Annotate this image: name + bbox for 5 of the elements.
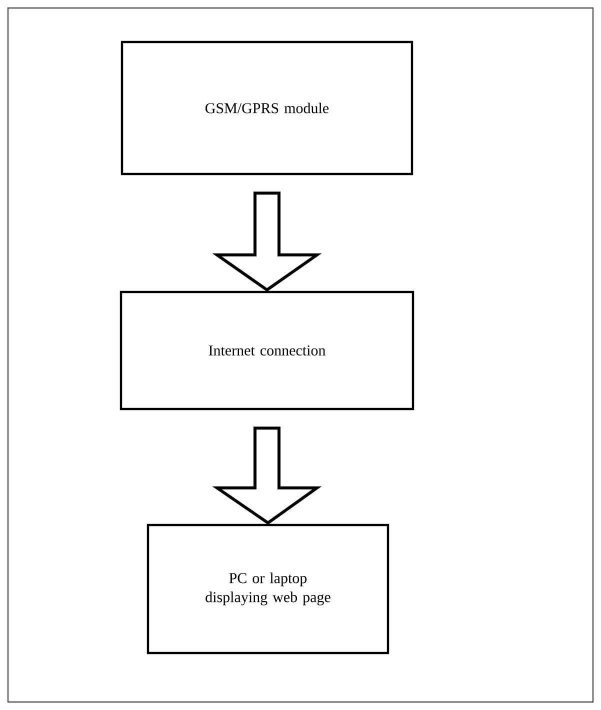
process-box: PC or laptop displaying web page bbox=[146, 524, 390, 654]
block-arrow bbox=[212, 426, 322, 525]
process-box: GSM/GPRS module bbox=[120, 40, 414, 176]
process-box: Internet connection bbox=[120, 290, 414, 410]
block-arrow bbox=[212, 192, 322, 292]
